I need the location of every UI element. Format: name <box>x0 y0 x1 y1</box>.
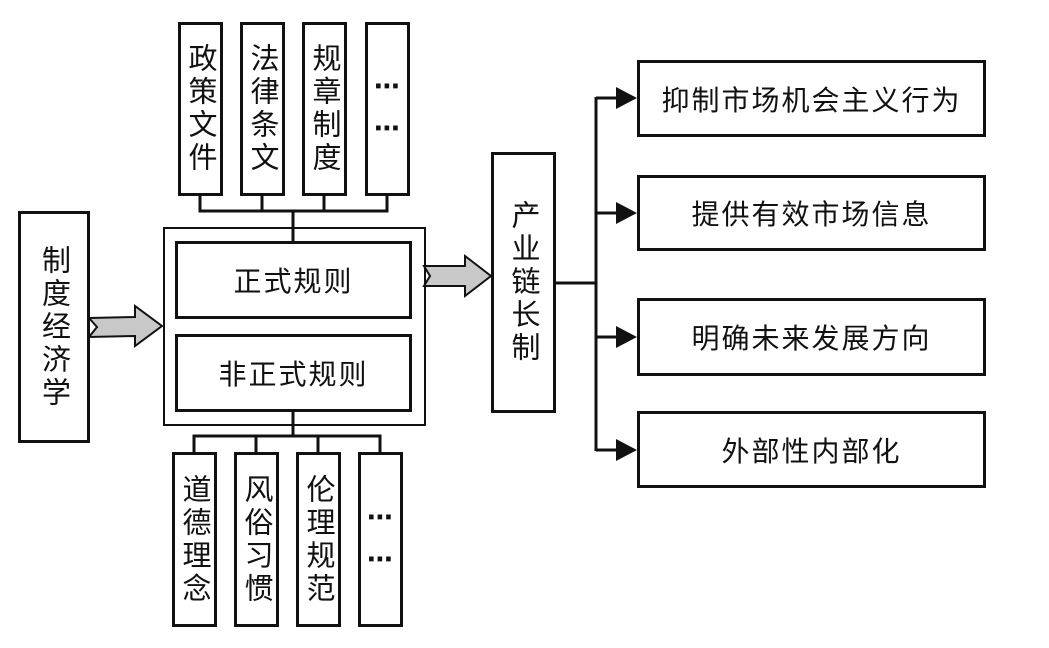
formal-source-box-law: 法律条文 <box>240 22 285 196</box>
outcome-arrowheads <box>616 87 637 461</box>
outcome-label: 明确未来发展方向 <box>691 322 932 355</box>
informal-source-label: 道德理念 <box>178 473 212 606</box>
informal-source-label: 风俗习惯 <box>240 473 274 606</box>
institutional-economics-label: 制度经济学 <box>37 244 72 410</box>
formal-source-box-regulation: 规章制度 <box>302 22 347 196</box>
block-arrow-to-rules <box>86 304 164 348</box>
outcome-label: 外部性内部化 <box>721 434 902 468</box>
formal-sources-connector <box>198 195 389 241</box>
arrowhead-icon <box>616 202 637 224</box>
outcome-box-curb-opportunism: 抑制市场机会主义行为 <box>637 60 986 137</box>
informal-rules-label: 非正式规则 <box>218 358 369 391</box>
outcome-label: 提供有效市场信息 <box>691 198 932 231</box>
informal-source-box-ethics: 伦理规范 <box>296 452 341 627</box>
formal-source-box-more: ⋯⋯ <box>365 22 410 196</box>
institutional-economics-box: 制度经济学 <box>18 211 90 443</box>
arrowhead-icon <box>616 87 637 109</box>
informal-source-box-morality: 道德理念 <box>172 452 217 627</box>
chain-chief-system-label: 产业链长制 <box>507 200 541 365</box>
formal-source-box-policy: 政策文件 <box>178 22 223 196</box>
informal-source-box-customs: 风俗习惯 <box>234 452 279 627</box>
informal-sources-connector <box>192 411 382 452</box>
formal-source-label: 政策文件 <box>184 43 218 175</box>
ellipsis-icon: ⋯⋯ <box>367 502 394 575</box>
outcomes-connector <box>555 96 620 452</box>
ellipsis-icon: ⋯⋯ <box>374 72 401 144</box>
informal-rules-box: 非正式规则 <box>175 334 412 412</box>
informal-source-label: 伦理规范 <box>302 473 336 606</box>
chain-chief-system-box: 产业链长制 <box>491 152 556 413</box>
rules-frame <box>163 227 426 426</box>
formal-rules-label: 正式规则 <box>233 265 354 298</box>
outcome-box-internalize-externalities: 外部性内部化 <box>637 411 986 488</box>
outcome-box-future-direction: 明确未来发展方向 <box>637 298 986 376</box>
outcome-label: 抑制市场机会主义行为 <box>661 83 962 117</box>
outcome-box-market-info: 提供有效市场信息 <box>637 175 986 251</box>
block-arrow-to-mechanism <box>422 253 493 299</box>
formal-source-label: 法律条文 <box>246 43 280 175</box>
formal-source-label: 规章制度 <box>308 43 342 175</box>
formal-rules-box: 正式规则 <box>175 241 412 319</box>
arrowhead-icon <box>616 439 637 461</box>
informal-source-box-more: ⋯⋯ <box>358 452 403 627</box>
arrowhead-icon <box>616 326 637 348</box>
